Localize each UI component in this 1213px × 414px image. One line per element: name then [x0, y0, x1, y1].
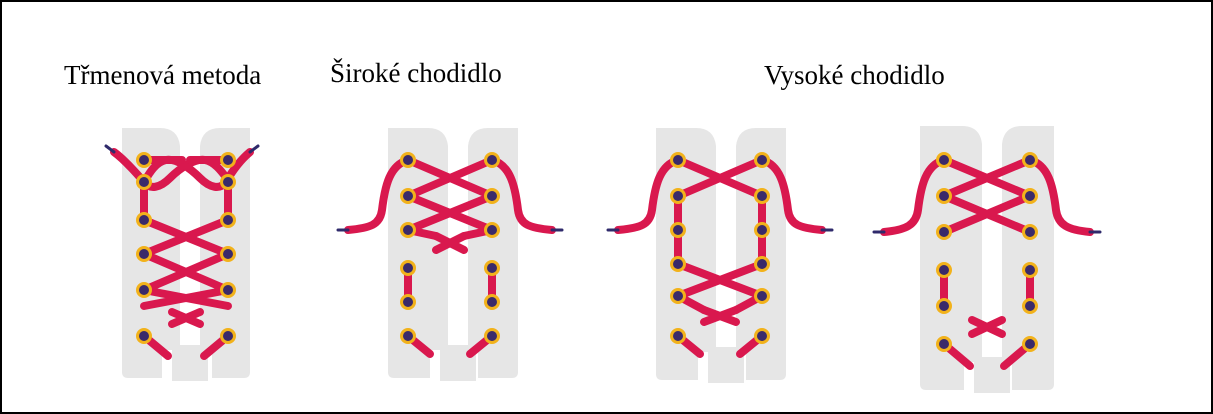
eyelet-right: [1022, 188, 1038, 204]
eyelet-left: [670, 188, 686, 204]
eyelet-left: [400, 188, 416, 204]
eyelet-right: [1022, 262, 1038, 278]
shoe-high-instep-b: [874, 126, 1100, 393]
eyelet-left: [400, 222, 416, 238]
eyelet-left: [400, 260, 416, 276]
eyelet-right: [484, 328, 500, 344]
eyelet-left: [936, 298, 952, 314]
eyelet-right: [754, 222, 770, 238]
eyelet-right: [754, 188, 770, 204]
eyelet-left: [670, 288, 686, 304]
eyelet-right: [220, 246, 236, 262]
eyelet-right: [220, 282, 236, 298]
eyelet-left: [670, 256, 686, 272]
eyelet-left: [136, 282, 152, 298]
shoe-high-instep-a: [608, 128, 832, 383]
eyelet-left: [936, 152, 952, 168]
eyelet-left: [400, 152, 416, 168]
eyelet-right: [754, 288, 770, 304]
eyelet-left: [670, 222, 686, 238]
eyelet-right: [1022, 152, 1038, 168]
eyelet-left: [136, 152, 152, 168]
eyelet-right: [220, 174, 236, 190]
eyelet-right: [1022, 224, 1038, 240]
eyelet-left: [670, 328, 686, 344]
shoe-wide-foot: [338, 128, 562, 381]
eyelet-left: [936, 188, 952, 204]
laces: [348, 160, 552, 354]
laces: [618, 160, 822, 354]
eyelet-right: [754, 152, 770, 168]
eyelet-right: [484, 188, 500, 204]
eyelet-left: [936, 224, 952, 240]
eyelet-left: [136, 174, 152, 190]
eyelet-right: [754, 256, 770, 272]
eyelet-left: [936, 262, 952, 278]
eyelet-right: [1022, 336, 1038, 352]
eyelet-right: [484, 260, 500, 276]
shoe-stirrup: [106, 128, 258, 381]
eyelet-left: [136, 328, 152, 344]
eyelet-right: [220, 152, 236, 168]
eyelet-right: [484, 294, 500, 310]
eyelet-right: [754, 328, 770, 344]
eyelet-right: [484, 152, 500, 168]
eyelet-right: [220, 212, 236, 228]
laces: [884, 160, 1090, 366]
eyelet-right: [220, 328, 236, 344]
eyelet-right: [484, 222, 500, 238]
eyelet-left: [400, 294, 416, 310]
eyelet-left: [400, 328, 416, 344]
eyelet-left: [136, 246, 152, 262]
eyelet-left: [136, 212, 152, 228]
eyelet-left: [936, 336, 952, 352]
eyelet-left: [670, 152, 686, 168]
eyelet-right: [1022, 298, 1038, 314]
